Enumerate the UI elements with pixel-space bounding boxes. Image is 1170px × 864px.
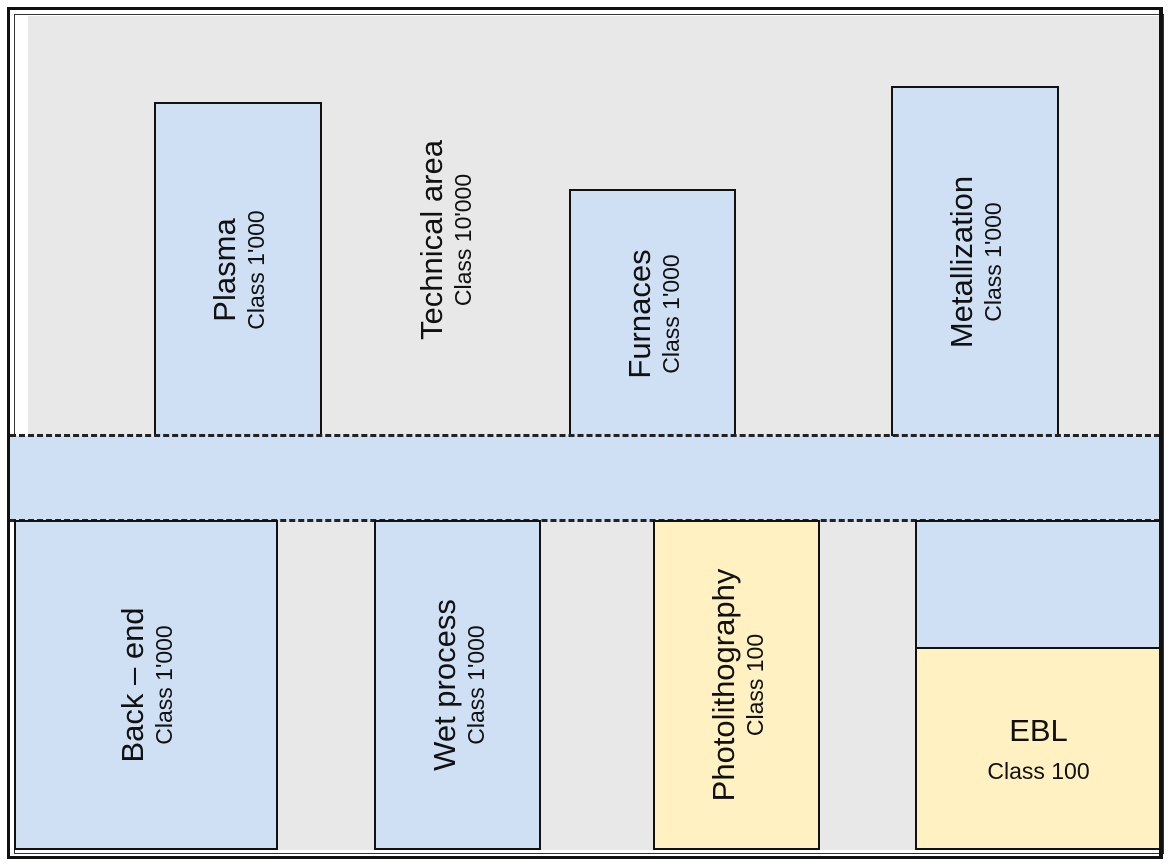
technical-area-label: Technical area Class 10'000 — [414, 140, 476, 340]
room-wet-process: Wet process Class 1'000 — [374, 520, 541, 850]
room-metallization: Metallization Class 1'000 — [891, 86, 1059, 438]
room-wet-process-label: Wet process Class 1'000 — [426, 599, 488, 771]
room-ebl-label: EBL Class 100 — [987, 712, 1089, 784]
room-ebl-anteroom — [915, 520, 1160, 650]
room-back-end-name: Back – end — [114, 607, 150, 763]
room-wet-process-name: Wet process — [426, 599, 462, 771]
central-corridor — [10, 436, 1160, 522]
corridor-upper-dashed-wall — [10, 434, 1160, 437]
room-metallization-label: Metallization Class 1'000 — [944, 176, 1006, 348]
room-photolithography: Photolithography Class 100 — [653, 520, 820, 850]
room-metallization-class: Class 1'000 — [979, 202, 1006, 322]
room-furnaces: Furnaces Class 1'000 — [569, 189, 736, 438]
corridor-lower-dashed-wall — [10, 519, 1160, 522]
room-furnaces-name: Furnaces — [621, 248, 657, 379]
technical-area-name: Technical area — [413, 140, 449, 340]
room-back-end-label: Back – end Class 1'000 — [115, 607, 177, 762]
room-ebl-name: EBL — [1009, 712, 1068, 748]
room-photolithography-class: Class 100 — [741, 633, 768, 737]
room-photolithography-label: Photolithography Class 100 — [705, 569, 767, 802]
room-photolithography-name: Photolithography — [705, 568, 741, 802]
room-wet-process-class: Class 1'000 — [462, 625, 489, 745]
room-furnaces-label: Furnaces Class 1'000 — [621, 249, 683, 378]
room-plasma-label: Plasma Class 1'000 — [207, 210, 269, 329]
room-metallization-name: Metallization — [943, 175, 979, 349]
room-back-end-class: Class 1'000 — [150, 625, 177, 745]
right-wall — [1159, 8, 1163, 858]
room-furnaces-class: Class 1'000 — [657, 253, 684, 374]
room-ebl-class: Class 100 — [987, 758, 1090, 785]
room-plasma-name: Plasma — [206, 218, 242, 322]
room-plasma-class: Class 1'000 — [242, 210, 269, 330]
room-back-end: Back – end Class 1'000 — [14, 520, 278, 850]
room-ebl: EBL Class 100 — [915, 647, 1160, 850]
room-plasma: Plasma Class 1'000 — [154, 102, 322, 438]
technical-area-class: Class 10'000 — [449, 173, 476, 307]
